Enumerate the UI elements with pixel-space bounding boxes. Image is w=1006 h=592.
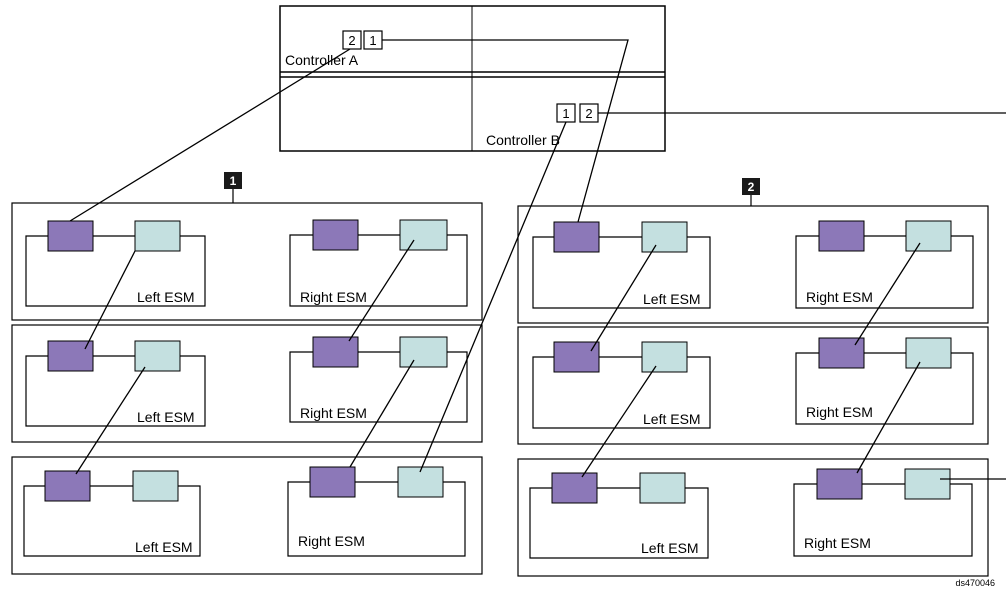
controller-b-label: Controller B bbox=[486, 132, 560, 148]
right-esm-in-port bbox=[312, 219, 359, 251]
right-esm-loop bbox=[793, 483, 973, 557]
right-esm-loop bbox=[795, 235, 974, 309]
right-esm-label: Right ESM bbox=[300, 405, 367, 421]
right-esm-loop bbox=[289, 351, 468, 423]
right-esm-label: Right ESM bbox=[804, 535, 871, 551]
left-esm-loop bbox=[25, 355, 206, 427]
group-2-badge: 2 bbox=[742, 178, 760, 206]
left-esm-in-port bbox=[47, 220, 94, 252]
left-esm-label: Left ESM bbox=[137, 289, 195, 305]
left-esm-out-port bbox=[641, 341, 688, 373]
enclosure-frame bbox=[11, 202, 483, 321]
controller-b-port-label-2: 2 bbox=[585, 106, 592, 121]
left-esm-out-port bbox=[132, 470, 179, 502]
left-esm-in-port bbox=[44, 470, 91, 502]
right-esm-out-port bbox=[399, 336, 448, 368]
left-esm-label: Left ESM bbox=[641, 540, 699, 556]
group-1-enclosure-2: Left ESM Right ESM bbox=[11, 324, 483, 443]
left-esm-label: Left ESM bbox=[135, 539, 193, 555]
cable-g2-left-1-2 bbox=[590, 244, 657, 352]
enclosure-frame bbox=[517, 205, 989, 324]
cable-ctrl-b-port-1 bbox=[419, 121, 567, 473]
left-esm-label: Left ESM bbox=[643, 411, 701, 427]
left-esm-out-port bbox=[134, 340, 181, 372]
left-esm-loop bbox=[529, 487, 709, 559]
cable-ctrl-a-port-2 bbox=[69, 48, 351, 222]
cable-ctrl-a-port-1 bbox=[382, 39, 629, 223]
left-esm-out-port bbox=[641, 221, 688, 253]
cable-g1-right-2-3 bbox=[349, 359, 415, 468]
group-2-badge-label: 2 bbox=[748, 180, 755, 194]
right-esm-loop bbox=[287, 481, 466, 557]
controller-b-port-label-1: 1 bbox=[562, 106, 569, 121]
left-esm-loop bbox=[25, 235, 206, 307]
right-esm-label: Right ESM bbox=[806, 404, 873, 420]
right-esm-loop bbox=[289, 234, 468, 307]
cable-g2-right-2-3 bbox=[856, 361, 921, 474]
right-esm-in-port bbox=[816, 468, 863, 500]
cables bbox=[69, 39, 1006, 480]
right-esm-out-port bbox=[904, 468, 951, 500]
left-esm-label: Left ESM bbox=[643, 291, 701, 307]
cable-g2-right-1-2 bbox=[854, 242, 921, 346]
right-esm-out-port bbox=[399, 219, 448, 251]
right-esm-in-port bbox=[309, 466, 356, 498]
right-esm-label: Right ESM bbox=[298, 533, 365, 549]
enclosure-frame bbox=[11, 456, 483, 575]
right-esm-label: Right ESM bbox=[300, 289, 367, 305]
group-1-badge-label: 1 bbox=[230, 174, 237, 188]
right-esm-out-port bbox=[905, 220, 952, 252]
cable-g1-right-1-2 bbox=[348, 239, 415, 342]
enclosure-frame bbox=[517, 458, 989, 577]
left-esm-in-port bbox=[553, 341, 600, 373]
group-1: Left ESM Right ESM Left ESM Right ESM bbox=[11, 202, 483, 575]
group-2: Left ESM Right ESM Left ESM Right ESM bbox=[517, 205, 989, 577]
left-esm-out-port bbox=[134, 220, 181, 252]
right-esm-label: Right ESM bbox=[806, 289, 873, 305]
group-1-enclosure-1: Left ESM Right ESM bbox=[11, 202, 483, 321]
left-esm-loop bbox=[23, 485, 201, 557]
left-esm-in-port bbox=[47, 340, 94, 372]
group-1-badge: 1 bbox=[224, 172, 242, 203]
left-esm-in-port bbox=[551, 472, 598, 504]
controller-a-port-label-2: 1 bbox=[369, 33, 376, 48]
enclosure-frame bbox=[11, 324, 483, 443]
cable-g1-left-2-3 bbox=[75, 366, 146, 475]
left-esm-loop bbox=[532, 356, 711, 429]
right-esm-in-port bbox=[818, 220, 865, 252]
left-esm-in-port bbox=[553, 221, 600, 253]
group-2-enclosure-3: Left ESM Right ESM bbox=[517, 458, 989, 577]
right-esm-in-port bbox=[312, 336, 359, 368]
controller-a-port-box-1 bbox=[342, 30, 362, 50]
right-esm-out-port bbox=[905, 337, 952, 369]
group-2-enclosure-1: Left ESM Right ESM bbox=[517, 205, 989, 324]
controller-a-port-label-1: 2 bbox=[348, 33, 355, 48]
group-1-enclosure-3: Left ESM Right ESM bbox=[11, 456, 483, 575]
enclosure-frame bbox=[517, 326, 989, 445]
left-esm-out-port bbox=[639, 472, 686, 504]
controller-enclosure: 2 1 Controller A 1 2 Controller B bbox=[279, 5, 666, 152]
cable-g2-left-2-3 bbox=[581, 365, 657, 478]
left-esm-label: Left ESM bbox=[137, 409, 195, 425]
group-2-enclosure-2: Left ESM Right ESM bbox=[517, 326, 989, 445]
figure-id: ds470046 bbox=[955, 578, 995, 588]
left-esm-loop bbox=[532, 236, 711, 309]
cable-g1-left-1-2 bbox=[84, 250, 136, 350]
controller-a-label: Controller A bbox=[285, 52, 359, 68]
